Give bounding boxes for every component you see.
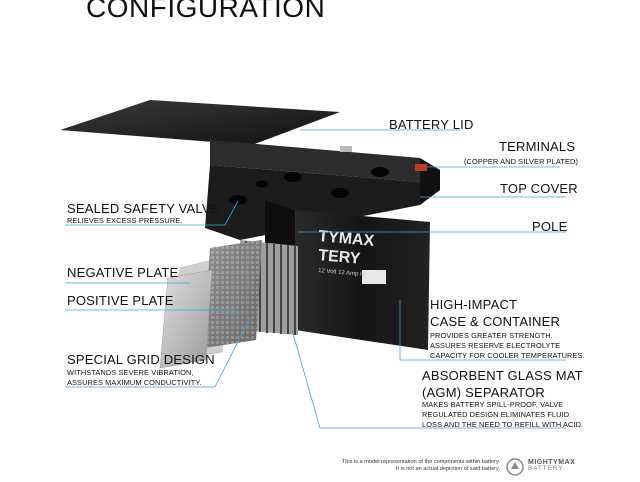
logo-icon <box>505 457 525 477</box>
label-battery-lid: BATTERY LID <box>389 117 474 132</box>
label-terminals-sub: (COPPER AND SILVER PLATED) <box>464 157 579 166</box>
logo-line2: BATTERY <box>528 466 564 473</box>
label-grid-design-sub2: ASSURES MAXIMUM CONDUCTIVITY. <box>67 378 202 387</box>
terminal-positive <box>415 164 427 171</box>
label-grid-design: SPECIAL GRID DESIGN <box>67 352 215 367</box>
label-safety-valve: SEALED SAFETY VALVE <box>67 201 220 216</box>
brand-label-badge <box>362 270 386 284</box>
label-pole: POLE <box>532 219 568 234</box>
vent-cap <box>229 195 247 205</box>
label-grid-design-sub1: WITHSTANDS SEVERE VIBRATION, <box>67 368 194 377</box>
label-positive-plate: POSITIVE PLATE <box>67 293 174 308</box>
battery-brand-line1: TYMAX <box>318 228 376 250</box>
logo-line1: MIGHTYMAX <box>528 459 576 466</box>
label-case-sub2: ASSURES RESERVE ELECTROLYTE <box>430 341 561 350</box>
label-safety-valve-sub: RELIEVES EXCESS PRESSURE. <box>67 216 183 225</box>
label-agm-sub2: REGULATED DESIGN ELIMINATES FLUID <box>422 410 570 419</box>
label-case-sub1: PROVIDES GREATER STRENGTH. <box>430 331 553 340</box>
label-agm-line1: ABSORBENT GLASS MAT <box>422 368 583 383</box>
battery-spec: 12 Volt 12 Amp Hr <box>318 268 367 278</box>
leader-lines <box>65 129 566 429</box>
footer-line1: This is a model representation of the co… <box>341 459 500 465</box>
footer-line2: It is not an actual depiction of said ba… <box>395 466 500 473</box>
vent-cap <box>331 188 349 198</box>
label-case-sub3: CAPACITY FOR COOLER TEMPERATURES. <box>430 351 585 360</box>
footer-disclaimer: This is a model representation of the co… <box>300 459 500 474</box>
battery-brand-line2: TERY <box>318 247 362 268</box>
label-negative-plate: NEGATIVE PLATE <box>67 265 179 280</box>
vent-cap <box>256 180 268 188</box>
label-terminals: TERMINALS <box>499 139 576 154</box>
agm-separator <box>159 269 213 369</box>
vent-cap <box>371 167 389 177</box>
label-agm-line2: (AGM) SEPARATOR <box>422 385 545 400</box>
terminal-negative <box>340 146 352 152</box>
label-agm-sub3: LOSS AND THE NEED TO REFILL WITH ACID. <box>422 420 584 429</box>
vent-cap <box>284 172 302 182</box>
top-cover <box>210 140 420 182</box>
label-case-line2: CASE & CONTAINER <box>430 314 561 329</box>
battery-lid <box>60 100 340 145</box>
page-title: CONFIGURATION <box>86 0 326 23</box>
logo-text: MIGHTYMAX BATTERY <box>528 459 575 472</box>
label-top-cover: TOP COVER <box>500 181 578 196</box>
label-agm-sub1: MAKES BATTERY SPILL-PROOF. VALVE <box>422 400 564 409</box>
label-case-line1: HIGH-IMPACT <box>430 297 518 312</box>
